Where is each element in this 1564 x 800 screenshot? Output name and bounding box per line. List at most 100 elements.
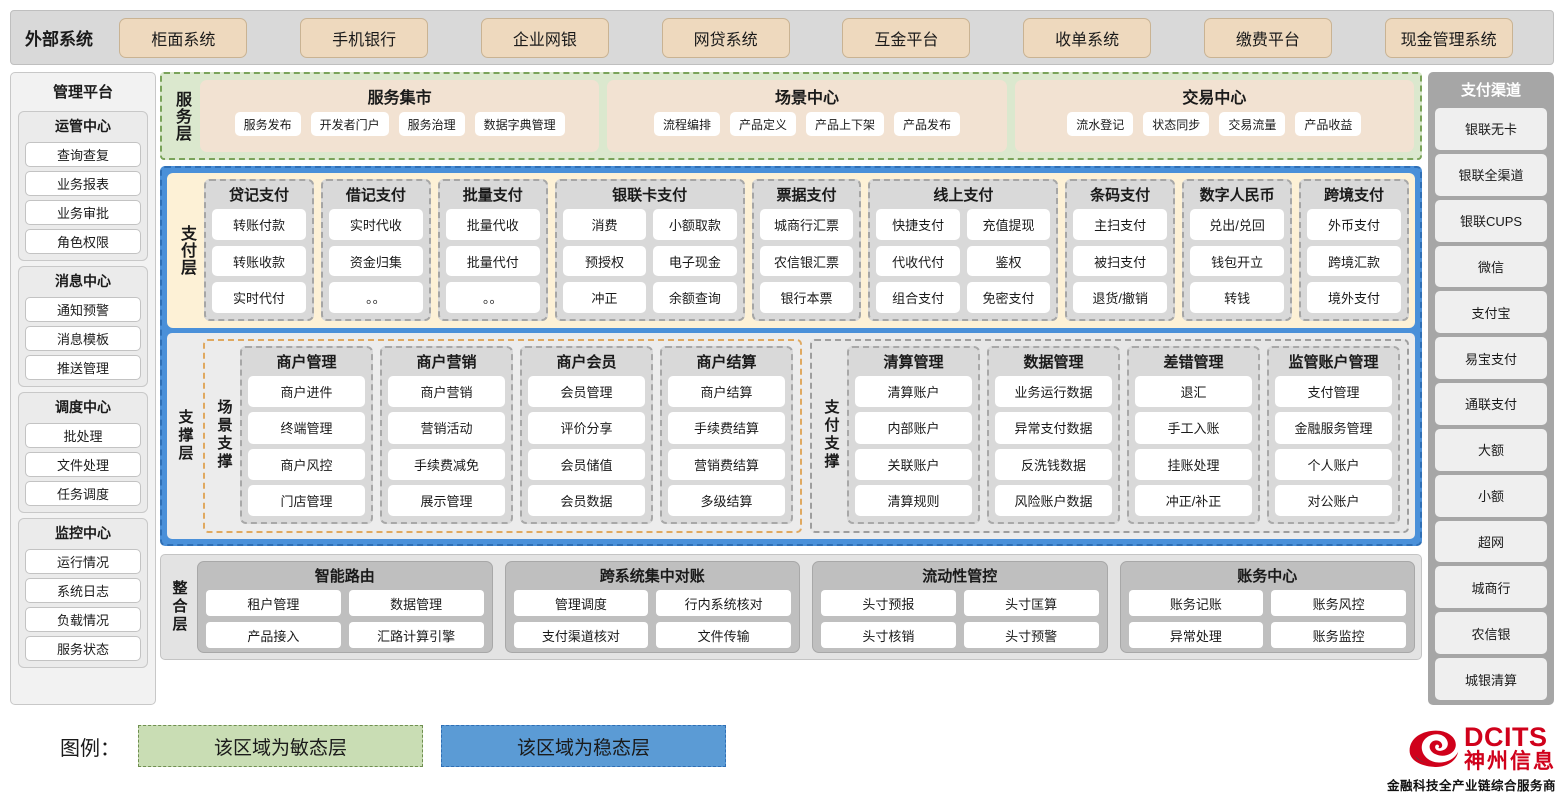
payment-feature-chip[interactable]: 组合支付 xyxy=(876,282,960,314)
service-feature-chip[interactable]: 数据字典管理 xyxy=(474,112,565,136)
support-feature-chip[interactable]: 会员管理 xyxy=(528,376,645,408)
external-system-chip[interactable]: 柜面系统 xyxy=(119,17,248,58)
integration-feature-chip[interactable]: 管理调度 xyxy=(513,590,649,616)
service-feature-chip[interactable]: 状态同步 xyxy=(1143,112,1210,136)
support-feature-chip[interactable]: 手续费减免 xyxy=(388,448,505,480)
payment-feature-chip[interactable]: 转账收款 xyxy=(212,245,306,277)
payment-channel-item[interactable]: 城银清算 xyxy=(1435,658,1547,700)
support-feature-chip[interactable]: 手续费结算 xyxy=(668,412,785,444)
payment-feature-chip[interactable]: 钱包开立 xyxy=(1190,245,1285,277)
support-feature-chip[interactable]: 挂账处理 xyxy=(1135,448,1252,480)
service-feature-chip[interactable]: 流水登记 xyxy=(1067,112,1134,136)
payment-feature-chip[interactable]: 鉴权 xyxy=(966,245,1051,277)
support-feature-chip[interactable]: 商户营销 xyxy=(388,376,505,408)
support-feature-chip[interactable]: 冲正/补正 xyxy=(1135,484,1252,516)
support-feature-chip[interactable]: 营销费结算 xyxy=(668,448,785,480)
management-item[interactable]: 角色权限 xyxy=(25,229,141,254)
service-feature-chip[interactable]: 交易流量 xyxy=(1219,112,1286,136)
support-feature-chip[interactable]: 关联账户 xyxy=(855,448,972,480)
payment-feature-chip[interactable]: 实时代付 xyxy=(212,282,306,314)
service-feature-chip[interactable]: 产品收益 xyxy=(1295,112,1362,136)
integration-feature-chip[interactable]: 产品接入 xyxy=(206,622,341,648)
payment-channel-item[interactable]: 通联支付 xyxy=(1435,383,1547,425)
support-feature-chip[interactable]: 多级结算 xyxy=(668,484,785,516)
payment-channel-item[interactable]: 银联无卡 xyxy=(1435,108,1547,150)
payment-feature-chip[interactable]: 小额取款 xyxy=(653,209,737,240)
integration-feature-chip[interactable]: 账务监控 xyxy=(1271,622,1406,648)
external-system-chip[interactable]: 手机银行 xyxy=(300,17,429,58)
support-feature-chip[interactable]: 会员数据 xyxy=(528,484,645,516)
payment-feature-chip[interactable]: 快捷支付 xyxy=(876,209,960,240)
service-feature-chip[interactable]: 产品上下架 xyxy=(805,112,884,136)
support-feature-chip[interactable]: 清算账户 xyxy=(855,376,972,408)
payment-feature-chip[interactable]: 城商行汇票 xyxy=(759,209,854,240)
service-feature-chip[interactable]: 产品定义 xyxy=(729,112,796,136)
support-feature-chip[interactable]: 手工入账 xyxy=(1135,412,1252,444)
payment-feature-chip[interactable]: 资金归集 xyxy=(328,245,423,277)
support-feature-chip[interactable]: 营销活动 xyxy=(388,412,505,444)
integration-feature-chip[interactable]: 汇路计算引擎 xyxy=(348,622,484,648)
support-feature-chip[interactable]: 商户结算 xyxy=(668,376,785,408)
integration-feature-chip[interactable]: 文件传输 xyxy=(656,622,791,648)
external-system-chip[interactable]: 互金平台 xyxy=(842,17,971,58)
service-feature-chip[interactable]: 服务治理 xyxy=(398,112,465,136)
payment-feature-chip[interactable]: 充值提现 xyxy=(966,209,1051,240)
management-item[interactable]: 通知预警 xyxy=(25,297,141,322)
support-feature-chip[interactable]: 展示管理 xyxy=(388,484,505,516)
support-feature-chip[interactable]: 支付管理 xyxy=(1275,376,1392,408)
management-item[interactable]: 业务报表 xyxy=(25,171,141,196)
payment-channel-item[interactable]: 小额 xyxy=(1435,474,1547,517)
service-feature-chip[interactable]: 服务发布 xyxy=(234,112,301,136)
management-item[interactable]: 任务调度 xyxy=(25,481,141,506)
management-item[interactable]: 系统日志 xyxy=(25,578,141,603)
payment-feature-chip[interactable]: 退货/撤销 xyxy=(1073,282,1168,314)
support-feature-chip[interactable]: 反洗钱数据 xyxy=(995,448,1112,480)
payment-channel-item[interactable]: 农信银 xyxy=(1435,612,1547,655)
support-feature-chip[interactable]: 风险账户数据 xyxy=(995,484,1112,516)
payment-channel-item[interactable]: 超网 xyxy=(1435,520,1547,563)
support-feature-chip[interactable]: 对公账户 xyxy=(1275,484,1392,516)
support-feature-chip[interactable]: 金融服务管理 xyxy=(1275,412,1392,444)
support-feature-chip[interactable]: 内部账户 xyxy=(855,412,972,444)
payment-feature-chip[interactable]: 转钱 xyxy=(1190,282,1285,314)
service-feature-chip[interactable]: 产品发布 xyxy=(894,112,961,136)
payment-feature-chip[interactable]: 。。 xyxy=(328,282,423,314)
external-system-chip[interactable]: 缴费平台 xyxy=(1203,17,1332,58)
integration-feature-chip[interactable]: 支付渠道核对 xyxy=(513,622,649,648)
management-item[interactable]: 服务状态 xyxy=(25,636,141,661)
integration-feature-chip[interactable]: 头寸预警 xyxy=(963,622,1099,648)
payment-feature-chip[interactable]: 农信银汇票 xyxy=(759,245,854,277)
payment-channel-item[interactable]: 易宝支付 xyxy=(1435,337,1547,380)
payment-feature-chip[interactable]: 转账付款 xyxy=(212,209,306,240)
management-item[interactable]: 运行情况 xyxy=(25,549,141,574)
management-item[interactable]: 负载情况 xyxy=(25,607,141,632)
integration-feature-chip[interactable]: 账务风控 xyxy=(1271,590,1406,616)
support-feature-chip[interactable]: 业务运行数据 xyxy=(995,376,1112,408)
payment-channel-item[interactable]: 城商行 xyxy=(1435,566,1547,609)
payment-feature-chip[interactable]: 外币支付 xyxy=(1307,209,1401,240)
support-feature-chip[interactable]: 评价分享 xyxy=(528,412,645,444)
support-feature-chip[interactable]: 退汇 xyxy=(1135,376,1252,408)
management-item[interactable]: 文件处理 xyxy=(25,452,141,477)
integration-feature-chip[interactable]: 行内系统核对 xyxy=(656,590,791,616)
management-item[interactable]: 批处理 xyxy=(25,423,141,448)
payment-feature-chip[interactable]: 批量代收 xyxy=(445,209,540,240)
external-system-chip[interactable]: 网贷系统 xyxy=(661,17,790,58)
payment-channel-item[interactable]: 支付宝 xyxy=(1435,291,1547,334)
external-system-chip[interactable]: 收单系统 xyxy=(1023,17,1152,58)
management-item[interactable]: 业务审批 xyxy=(25,200,141,225)
payment-feature-chip[interactable]: 免密支付 xyxy=(966,282,1051,314)
payment-channel-item[interactable]: 银联全渠道 xyxy=(1435,153,1547,196)
management-item[interactable]: 查询查复 xyxy=(25,142,141,167)
support-feature-chip[interactable]: 终端管理 xyxy=(248,412,365,444)
payment-feature-chip[interactable]: 银行本票 xyxy=(759,282,854,314)
external-system-chip[interactable]: 现金管理系统 xyxy=(1384,17,1513,58)
payment-feature-chip[interactable]: 境外支付 xyxy=(1307,282,1401,314)
payment-channel-item[interactable]: 微信 xyxy=(1435,245,1547,288)
payment-channel-item[interactable]: 大额 xyxy=(1435,428,1547,471)
payment-feature-chip[interactable]: 预授权 xyxy=(562,245,647,277)
integration-feature-chip[interactable]: 头寸预报 xyxy=(821,590,956,616)
payment-feature-chip[interactable]: 代收代付 xyxy=(876,245,960,277)
integration-feature-chip[interactable]: 异常处理 xyxy=(1128,622,1264,648)
support-feature-chip[interactable]: 商户进件 xyxy=(248,376,365,408)
